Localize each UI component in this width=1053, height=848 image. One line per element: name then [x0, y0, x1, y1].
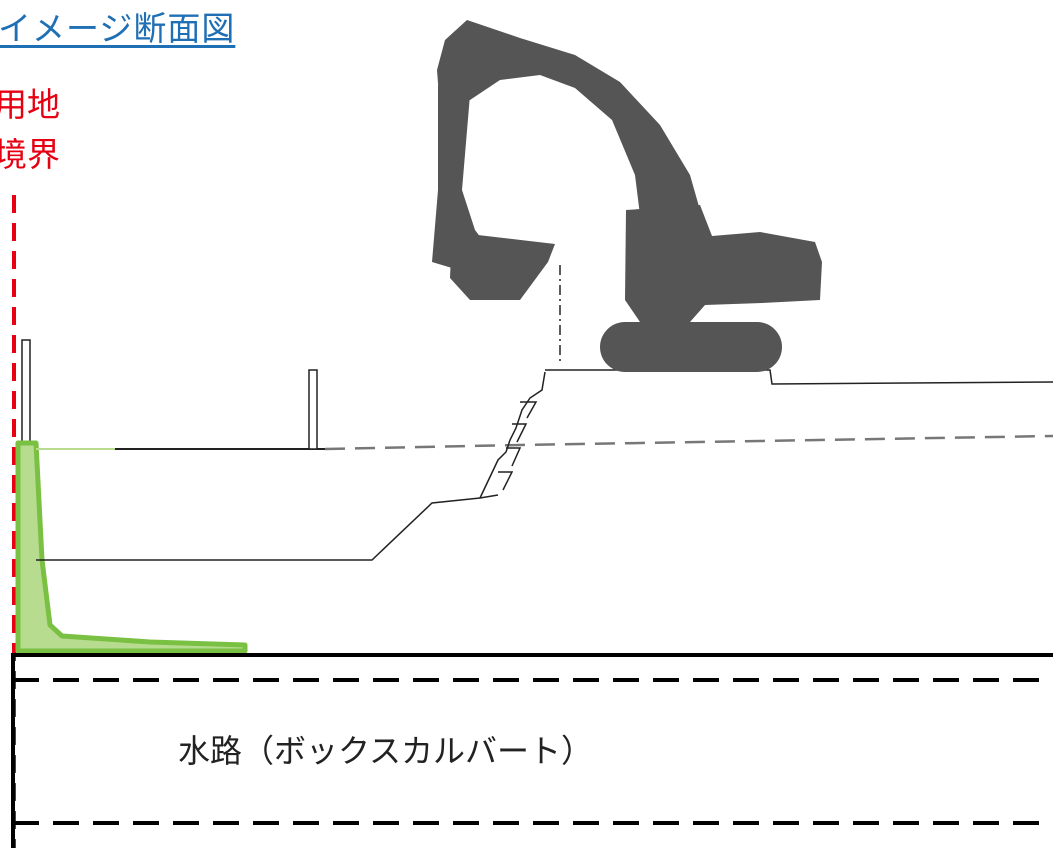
box-culvert	[11, 653, 1053, 848]
slope-face	[479, 371, 546, 499]
retaining-wall	[15, 440, 248, 654]
excavation-line	[36, 494, 499, 561]
slope-triangles	[498, 401, 538, 491]
channel-label: 水路（ボックスカルバート）	[178, 732, 594, 770]
boundary-label-line2: 境界	[0, 135, 60, 174]
ground-surface-upper	[545, 369, 1053, 385]
diagram-title: イメージ断面図	[0, 9, 236, 48]
boundary-label-line1: 用地	[0, 85, 60, 124]
fence-post-left	[21, 339, 31, 446]
fence-post-center	[308, 369, 318, 450]
water-level-line	[324, 434, 1053, 451]
excavator-icon	[432, 20, 822, 372]
